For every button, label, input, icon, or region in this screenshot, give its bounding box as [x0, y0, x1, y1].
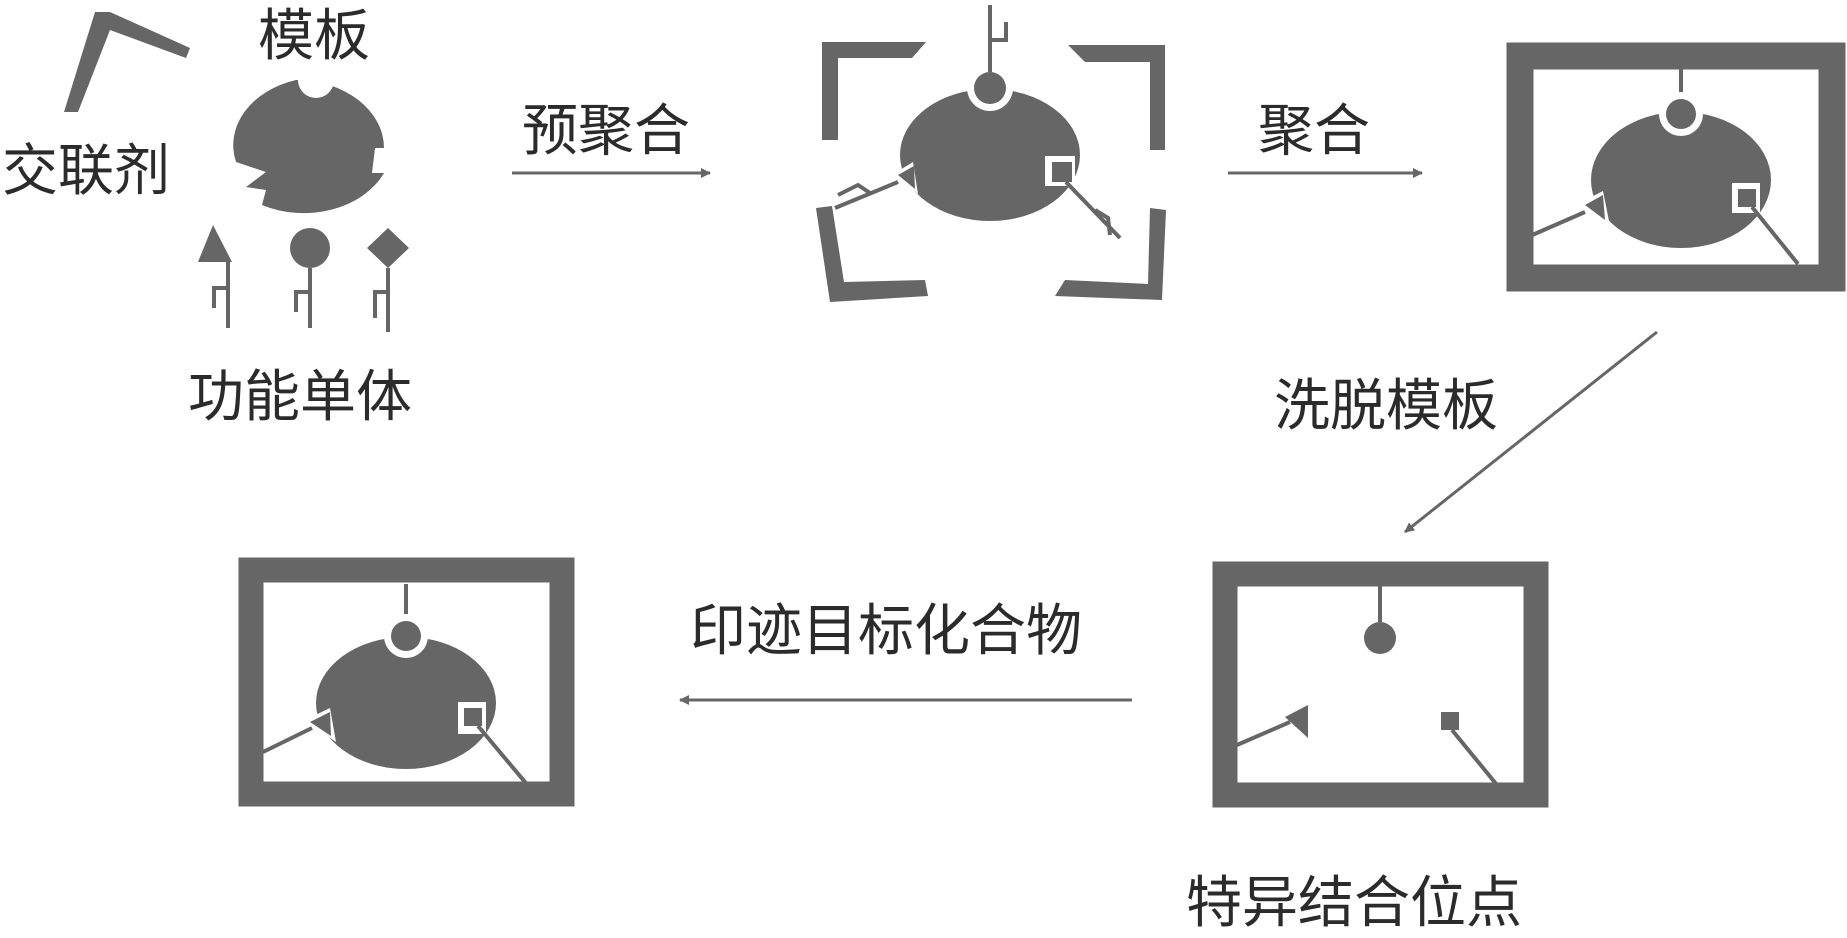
crosslinker-label: 交联剂 [2, 139, 170, 204]
rebound-triangle-monomer [310, 712, 331, 736]
site-circle [1364, 622, 1396, 654]
pre-top-monomer [974, 72, 1006, 104]
crosslinker-bracket-bl [816, 206, 928, 302]
monomer-triangle [198, 225, 232, 328]
polymerization-label: 聚合 [1258, 99, 1370, 164]
elute-template-label: 洗脱模板 [1274, 374, 1498, 439]
pre-square-monomer [1052, 162, 1072, 182]
stage-polymer-with-template [1506, 42, 1846, 292]
pre-triangle-monomer [898, 166, 915, 189]
rebound-template-body [316, 637, 496, 769]
binding-sites-label: 特异结合位点 [1186, 871, 1522, 936]
rebound-square-monomer [464, 708, 482, 726]
template-body [233, 80, 384, 214]
crosslinker-shape [64, 12, 190, 112]
stage-rebound-target [238, 557, 575, 807]
imprint-target-label: 印迹目标化合物 [690, 599, 1082, 664]
rebound-top-monomer [391, 621, 421, 651]
arrow-pre-polymerization: 预聚合 [512, 99, 711, 178]
monomer-circle [290, 228, 330, 328]
crosslinker-bracket-tr [1068, 45, 1165, 150]
template-label: 模板 [258, 4, 370, 69]
polymer-frame-bottom-left [238, 557, 575, 807]
template-molecule [233, 62, 384, 214]
stage-pre-complex [816, 5, 1166, 302]
bound-top-monomer [1666, 99, 1696, 129]
monomer-diamond [367, 228, 409, 332]
pre-template-body [900, 89, 1080, 221]
template-top-notch [298, 62, 334, 98]
polymer-frame-top-right [1506, 42, 1846, 292]
arrow-imprint-target: 印迹目标化合物 [679, 599, 1132, 705]
functional-monomer-label: 功能单体 [188, 365, 412, 430]
bound-template-body [1591, 112, 1771, 248]
crosslinker-bracket-br [1055, 208, 1166, 300]
site-triangle [1285, 705, 1308, 738]
pre-polymerization-label: 预聚合 [522, 99, 690, 164]
arrow-polymerization: 聚合 [1228, 99, 1423, 178]
stage-imprinted-cavity: 特异结合位点 [1186, 561, 1549, 936]
stage-components: 交联剂 模板 [2, 4, 412, 430]
bound-triangle-monomer [1585, 195, 1605, 220]
bound-square-monomer [1738, 189, 1756, 207]
site-square [1441, 712, 1459, 730]
functional-monomers [198, 225, 409, 332]
arrow-elute-template: 洗脱模板 [1274, 330, 1658, 534]
polymer-frame-bottom-right [1212, 561, 1549, 808]
crosslinker-bracket-tl [822, 42, 926, 140]
